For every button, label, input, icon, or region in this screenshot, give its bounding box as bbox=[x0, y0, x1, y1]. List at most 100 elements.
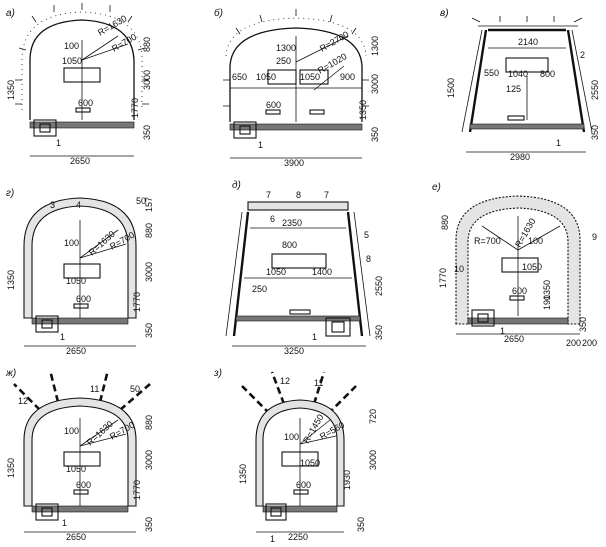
panel-d-callout-4: 5 bbox=[364, 230, 369, 240]
panel-b-dim-11: 1350 bbox=[358, 100, 368, 120]
panel-e-dim-11: 2650 bbox=[504, 334, 524, 344]
panel-b-dim-8: 600 bbox=[266, 100, 281, 110]
panel-e-dim-5: 1770 bbox=[438, 268, 448, 288]
panel-d-callout-5: 8 bbox=[366, 254, 371, 264]
panel-e-dim-1: R=700 bbox=[474, 236, 501, 246]
panel-z: з) 100 R=1450 R=560 1050 600 1350 1930 3… bbox=[213, 368, 378, 544]
panel-e-dim-4: 1050 bbox=[522, 262, 542, 272]
panel-z-dim-4: 600 bbox=[296, 480, 311, 490]
panel-g-dim-10: 157 bbox=[144, 197, 154, 212]
panel-d-callout-1: 8 bbox=[296, 190, 301, 200]
panel-e-callout-2: 1 bbox=[500, 326, 505, 336]
panel-d-callout-6: 1 bbox=[312, 332, 317, 342]
panel-zh-dim-11: 2650 bbox=[66, 532, 86, 542]
panel-v-dim-1: 550 bbox=[484, 68, 499, 78]
panel-d-dim-0: 2350 bbox=[282, 218, 302, 228]
panel-e-dim-10: 200 bbox=[582, 338, 597, 348]
panel-g-dim-5: 1350 bbox=[6, 270, 16, 290]
panel-zh-dim-3: 1050 bbox=[66, 464, 86, 474]
panel-a-dim-4: 600 bbox=[78, 98, 93, 108]
panel-g-dim-4: 600 bbox=[76, 294, 91, 304]
panel-zh-dim-0: 100 bbox=[64, 426, 79, 436]
panel-v-label: в) bbox=[440, 8, 449, 19]
panel-d: д) 2350 800 1050 1400 250 2550 350 3250 … bbox=[225, 180, 384, 356]
panel-e-dim-7: 600 bbox=[512, 286, 527, 296]
panel-g-label: г) bbox=[6, 188, 14, 199]
panel-e-dim-6: 1350 bbox=[542, 280, 552, 300]
panel-b-dim-7: 900 bbox=[340, 72, 355, 82]
panel-g-dim-6: 1770 bbox=[132, 292, 142, 312]
panel-zh-dim-10: 350 bbox=[144, 517, 154, 532]
panel-v-dim-7: 350 bbox=[590, 125, 600, 140]
panel-a-callout-0: 1 bbox=[56, 138, 61, 148]
panel-z-dim-9: 350 bbox=[356, 517, 366, 532]
panel-d-dim-2: 1050 bbox=[266, 267, 286, 277]
panel-g-dim-0: 100 bbox=[64, 238, 79, 248]
panel-z-dim-8: 720 bbox=[368, 409, 378, 424]
panel-d-dim-4: 250 bbox=[252, 284, 267, 294]
panel-v-dim-0: 2140 bbox=[518, 37, 538, 47]
panel-g-dim-12: 2650 bbox=[66, 346, 86, 356]
panel-e-dim-8: 190 bbox=[542, 295, 552, 310]
panel-zh-dim-8: 880 bbox=[144, 415, 154, 430]
panel-zh-callout-0: 12 bbox=[18, 396, 28, 406]
panel-zh-dim-4: 600 bbox=[76, 480, 91, 490]
panel-v-dim-4: 125 bbox=[506, 84, 521, 94]
panel-v-callout-0: 2 bbox=[580, 50, 585, 60]
panel-e-dim-0: 880 bbox=[440, 215, 450, 230]
panel-v-dim-2: 1040 bbox=[508, 69, 528, 79]
panel-a-label: а) bbox=[6, 8, 15, 19]
panel-v-dim-8: 2980 bbox=[510, 152, 530, 162]
panel-z-dim-5: 1350 bbox=[238, 464, 248, 484]
panel-z-dim-3: 1050 bbox=[300, 458, 320, 468]
panel-d-dim-6: 350 bbox=[374, 325, 384, 340]
panel-zh: ж) 100 R=1630 R=700 1050 600 1350 1770 3… bbox=[5, 368, 154, 542]
panel-e-dim-3: 100 bbox=[528, 236, 543, 246]
panel-a-dim-9: 350 bbox=[142, 125, 152, 140]
panel-a-dim-5: 1350 bbox=[6, 80, 16, 100]
panel-e-callout-0: 9 bbox=[592, 232, 597, 242]
panel-g-dim-7: 3000 bbox=[144, 262, 154, 282]
panel-b-dim-10: 3000 bbox=[370, 74, 380, 94]
panel-b-dim-1: 250 bbox=[276, 56, 291, 66]
panel-d-callout-3: 6 bbox=[270, 214, 275, 224]
panel-b-dim-12: 350 bbox=[370, 127, 380, 142]
panel-g-callout-0: 3 bbox=[50, 200, 55, 210]
panel-z-callout-2: 1 bbox=[270, 534, 275, 544]
panel-e-dim-9: 350 bbox=[578, 317, 588, 332]
panel-v-dim-6: 2550 bbox=[590, 80, 600, 100]
panel-d-callout-0: 7 bbox=[266, 190, 271, 200]
panel-v-dim-5: 1500 bbox=[446, 78, 456, 98]
panel-a-dim-8: 880 bbox=[142, 37, 152, 52]
panel-z-dim-10: 2250 bbox=[288, 532, 308, 542]
panel-z-dim-0: 100 bbox=[284, 432, 299, 442]
panel-b: б) 1300 250 R=2700 R=1020 650 1050 1050 … bbox=[214, 7, 380, 168]
panel-b-callout-0: 1 bbox=[258, 140, 263, 150]
panel-b-dim-5: 1050 bbox=[256, 72, 276, 82]
panel-b-dim-13: 3900 bbox=[284, 158, 304, 168]
panel-a: а) 100 R=1630 R=700 1050 600 1350 1770 3… bbox=[6, 3, 152, 166]
panel-b-dim-9: 1300 bbox=[370, 36, 380, 56]
panel-a-dim-0: 100 bbox=[64, 41, 79, 51]
panel-b-dim-2: R=2700 bbox=[318, 29, 351, 54]
panel-zh-dim-9: 50 bbox=[130, 384, 140, 394]
panel-d-callout-2: 7 bbox=[324, 190, 329, 200]
panel-z-label: з) bbox=[213, 368, 222, 379]
panel-g-dim-8: 880 bbox=[144, 223, 154, 238]
panel-b-label: б) bbox=[214, 7, 223, 19]
panel-z-callout-0: 12 bbox=[280, 376, 290, 386]
panel-zh-label: ж) bbox=[5, 368, 16, 379]
panel-zh-callout-1: 11 bbox=[90, 384, 99, 394]
panel-e-callout-1: 10 bbox=[454, 264, 464, 274]
panel-v-dim-3: 800 bbox=[540, 69, 555, 79]
panel-a-dim-3: 1050 bbox=[62, 56, 82, 66]
panel-g-dim-11: 350 bbox=[144, 323, 154, 338]
panel-a-dim-7: 3000 bbox=[142, 70, 152, 90]
panel-g-dim-9: 50 bbox=[136, 196, 146, 206]
panel-zh-dim-5: 1350 bbox=[6, 458, 16, 478]
panel-e: е) 880 R=700 R=1630 100 1050 1770 1350 6… bbox=[432, 182, 597, 348]
panel-g-dim-3: 1050 bbox=[66, 276, 86, 286]
panel-g-callout-2: 1 bbox=[60, 332, 65, 342]
panel-a-dim-10: 2650 bbox=[70, 156, 90, 166]
panel-b-dim-4: 650 bbox=[232, 72, 247, 82]
